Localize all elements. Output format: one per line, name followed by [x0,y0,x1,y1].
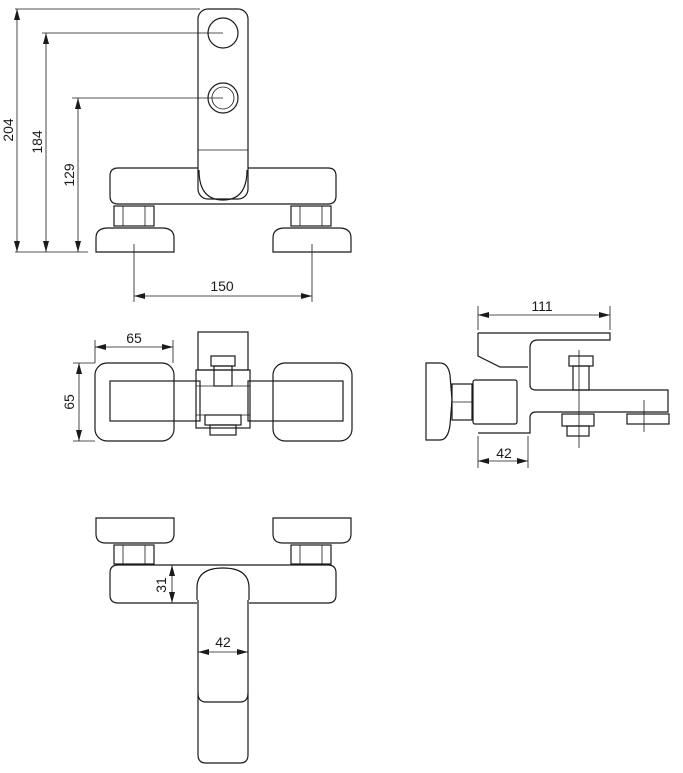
front-view: 204 184 129 150 [0,8,352,302]
dim-escutcheon-width: 65 [126,330,142,346]
dim-body-depth: 42 [496,445,512,461]
dim-spout-width: 42 [215,634,231,650]
dim-body-height: 31 [153,577,169,593]
dim-upper-outlet-height: 184 [29,130,45,154]
side-view: 111 42 [425,298,670,468]
dim-inlet-centres: 150 [210,278,234,294]
top-view: 65 65 [61,330,353,442]
dim-projection: 111 [531,298,552,314]
bottom-view: 31 42 [95,517,352,764]
dim-escutcheon-depth: 65 [61,394,77,410]
dim-lower-outlet-height: 129 [61,163,77,187]
dim-total-height: 204 [0,118,16,142]
